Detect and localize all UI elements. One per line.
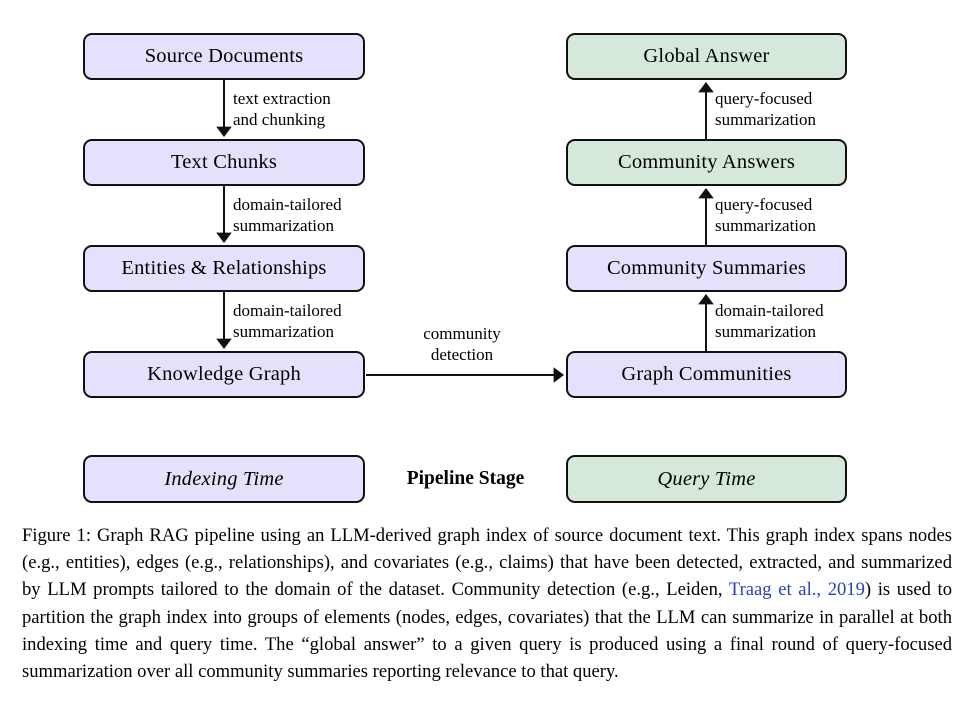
caption-label: Figure 1:: [22, 525, 91, 546]
node-global-answer-label: Global Answer: [643, 45, 770, 68]
legend-query-time-label: Query Time: [657, 467, 756, 490]
edge-label-domain-tailored-3-line1: domain-tailored: [715, 301, 824, 320]
node-community-summaries-label: Community Summaries: [606, 257, 807, 280]
edge-label-domain-tailored-3-line2: summarization: [715, 322, 817, 341]
node-text-chunks-label: Text Chunks: [170, 151, 278, 174]
figure-diagram: Source Documents Text Chunks Entities & …: [83, 33, 847, 503]
edge-label-query-focused-1: query-focused summarization: [715, 194, 816, 236]
edge-label-community-detection-line1: community: [423, 324, 501, 343]
edge-label-query-focused-1-line2: summarization: [715, 216, 817, 235]
legend-pipeline-stage-label: Pipeline Stage: [406, 468, 525, 489]
node-text-chunks[interactable]: Text Chunks: [83, 139, 365, 186]
node-source-documents-label: Source Documents: [144, 45, 304, 68]
caption-part-one: Graph RAG pipeline using an LLM-derived …: [22, 525, 952, 601]
edge-label-query-focused-1-line1: query-focused: [715, 195, 813, 214]
legend-query-time[interactable]: Query Time: [566, 455, 847, 503]
edge-label-text-extraction-line2: and chunking: [233, 110, 326, 129]
node-community-answers-label: Community Answers: [617, 151, 796, 174]
node-knowledge-graph[interactable]: Knowledge Graph: [83, 351, 365, 398]
node-community-summaries[interactable]: Community Summaries: [566, 245, 847, 292]
node-graph-communities[interactable]: Graph Communities: [566, 351, 847, 398]
legend-indexing-time-label: Indexing Time: [164, 467, 284, 490]
node-entities-relationships[interactable]: Entities & Relationships: [83, 245, 365, 292]
node-entities-relationships-label: Entities & Relationships: [121, 257, 327, 280]
legend-pipeline-stage: Pipeline Stage: [375, 455, 556, 503]
node-graph-communities-label: Graph Communities: [621, 363, 792, 386]
edge-label-domain-tailored-2-line2: summarization: [233, 322, 335, 341]
edge-label-domain-tailored-1: domain-tailored summarization: [233, 194, 342, 236]
edge-label-domain-tailored-2: domain-tailored summarization: [233, 300, 342, 342]
edge-label-domain-tailored-1-line1: domain-tailored: [233, 195, 342, 214]
edge-label-domain-tailored-3: domain-tailored summarization: [715, 300, 824, 342]
edge-label-text-extraction: text extraction and chunking: [233, 88, 331, 130]
caption-citation-link[interactable]: Traag et al., 2019: [728, 579, 865, 601]
edge-label-text-extraction-line1: text extraction: [233, 89, 331, 108]
figure-caption: Figure 1: Graph RAG pipeline using an LL…: [22, 522, 952, 685]
edge-label-domain-tailored-1-line2: summarization: [233, 216, 335, 235]
edge-label-query-focused-2: query-focused summarization: [715, 88, 816, 130]
node-global-answer[interactable]: Global Answer: [566, 33, 847, 80]
node-source-documents[interactable]: Source Documents: [83, 33, 365, 80]
caption-part-two: ) is used to partition the graph index i…: [22, 579, 953, 683]
edge-label-community-detection: community detection: [398, 323, 526, 365]
node-community-answers[interactable]: Community Answers: [566, 139, 847, 186]
edge-label-domain-tailored-2-line1: domain-tailored: [233, 301, 342, 320]
edge-label-query-focused-2-line2: summarization: [715, 110, 817, 129]
diagram-connectors: [216, 80, 714, 383]
legend-indexing-time[interactable]: Indexing Time: [83, 455, 365, 503]
edge-label-query-focused-2-line1: query-focused: [715, 89, 813, 108]
edge-label-community-detection-line2: detection: [430, 345, 494, 364]
node-knowledge-graph-label: Knowledge Graph: [147, 363, 301, 386]
